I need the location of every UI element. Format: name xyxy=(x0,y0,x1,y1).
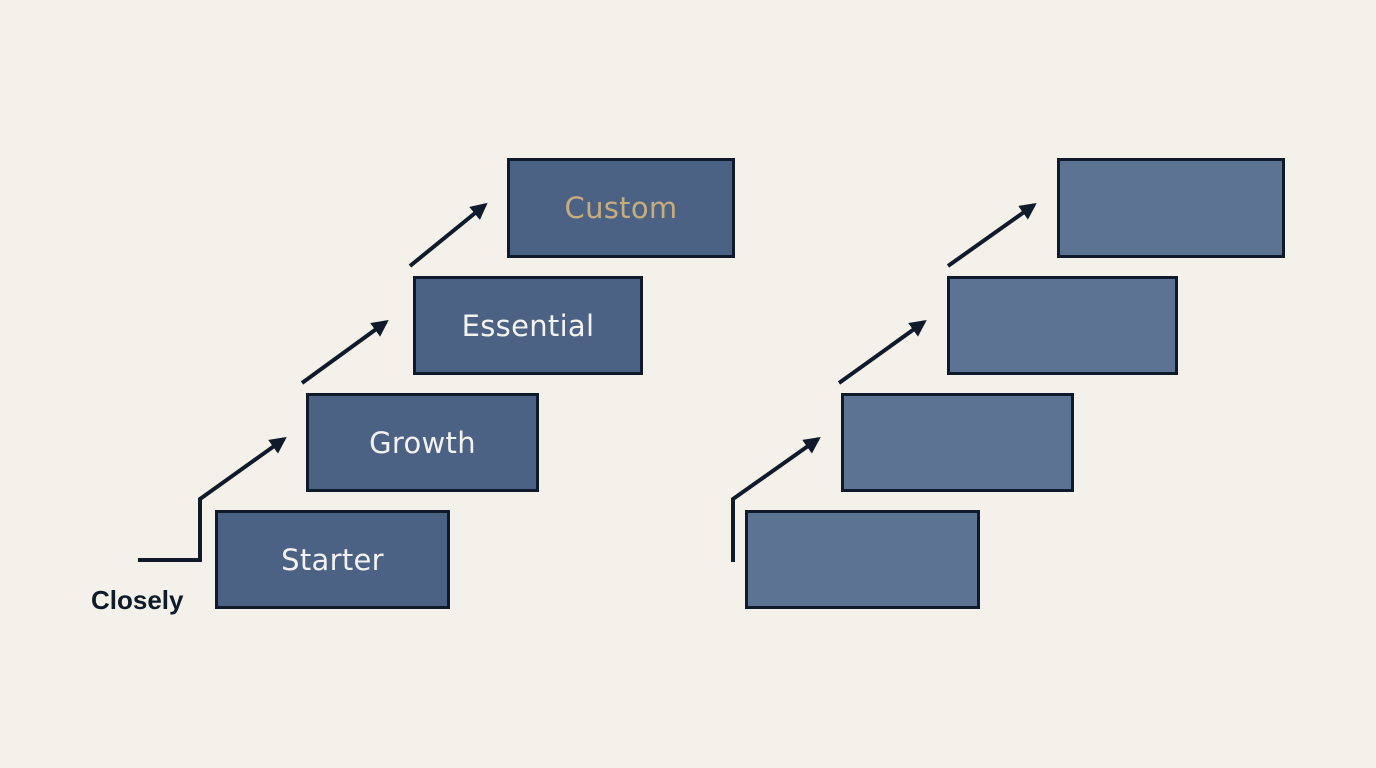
left-caption: Closely xyxy=(91,585,184,615)
step-blank-3 xyxy=(947,276,1178,375)
step-custom: Custom xyxy=(507,158,735,258)
left-arrow-3 xyxy=(408,202,488,268)
step-label: Essential xyxy=(461,308,595,343)
step-growth: Growth xyxy=(306,393,539,492)
step-label: Starter xyxy=(281,542,384,577)
right-entry-line xyxy=(731,437,821,562)
left-entry-line xyxy=(138,437,287,562)
step-blank-1 xyxy=(745,510,980,609)
step-blank-2 xyxy=(841,393,1074,492)
step-blank-4 xyxy=(1057,158,1285,258)
step-starter: Starter xyxy=(215,510,450,609)
step-label: Growth xyxy=(369,425,476,460)
step-label: Custom xyxy=(564,191,678,225)
step-essential: Essential xyxy=(413,276,643,375)
right-arrow-2 xyxy=(837,320,927,385)
left-arrow-2 xyxy=(300,320,389,385)
right-arrow-3 xyxy=(946,203,1037,268)
